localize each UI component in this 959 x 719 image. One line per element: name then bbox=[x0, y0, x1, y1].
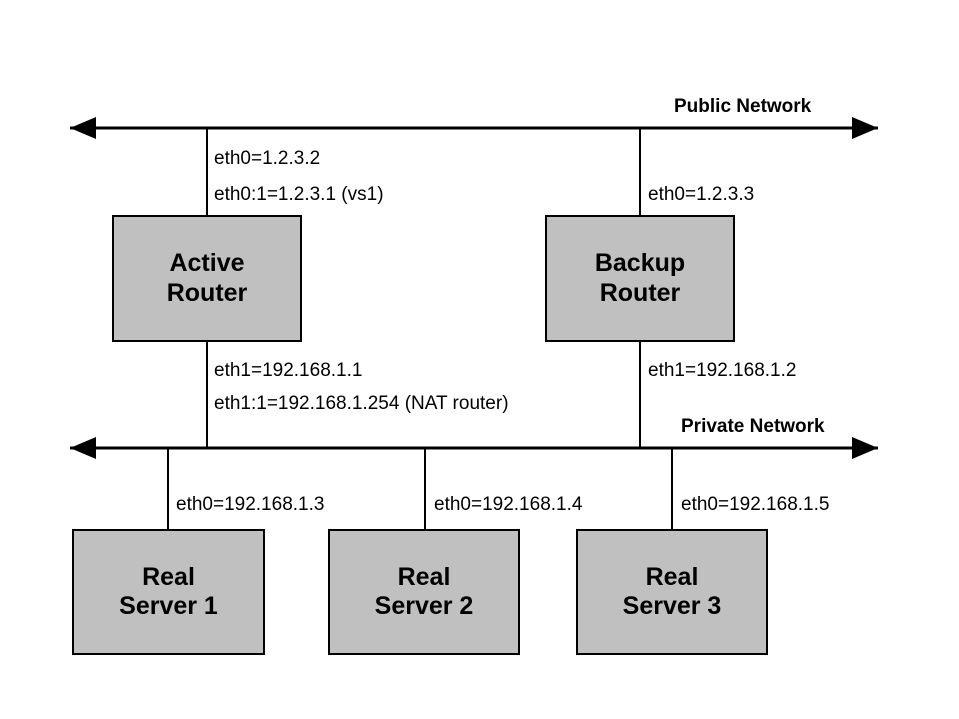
node-real-server-3-line1: Real bbox=[645, 562, 699, 591]
node-real-server-1-line1: Real bbox=[142, 562, 195, 591]
node-links bbox=[167, 128, 673, 531]
node-backup-router-line2: Router bbox=[599, 278, 681, 307]
iface-active-public-eth0: eth0=1.2.3.2 bbox=[214, 148, 321, 169]
node-backup-router-line1: Backup bbox=[594, 249, 686, 277]
node-active-router-line2: Router bbox=[166, 278, 248, 307]
private-network-bus bbox=[70, 437, 878, 459]
node-active-router-line1: Active bbox=[169, 249, 245, 277]
private-network-label: Private Network bbox=[681, 416, 825, 437]
iface-backup-public-eth0: eth0=1.2.3.3 bbox=[648, 184, 755, 205]
node-real-server-1[interactable]: Real Server 1 bbox=[72, 529, 265, 655]
node-real-server-3[interactable]: Real Server 3 bbox=[576, 529, 768, 655]
node-real-server-2[interactable]: Real Server 2 bbox=[328, 529, 520, 655]
iface-server2-eth0: eth0=192.168.1.4 bbox=[434, 494, 583, 515]
node-real-server-2-line2: Server 2 bbox=[374, 592, 474, 620]
public-network-label: Public Network bbox=[674, 96, 812, 117]
node-real-server-3-line2: Server 3 bbox=[622, 592, 722, 620]
node-real-server-1-line2: Server 1 bbox=[119, 592, 218, 620]
iface-backup-private-eth1: eth1=192.168.1.2 bbox=[648, 360, 797, 381]
iface-server3-eth0: eth0=192.168.1.5 bbox=[681, 494, 830, 515]
node-backup-router[interactable]: Backup Router bbox=[545, 215, 735, 342]
iface-server1-eth0: eth0=192.168.1.3 bbox=[176, 494, 325, 515]
public-network-bus bbox=[70, 117, 878, 139]
node-real-server-2-line1: Real bbox=[397, 562, 451, 591]
node-active-router[interactable]: Active Router bbox=[112, 215, 302, 342]
iface-active-private-eth1: eth1=192.168.1.1 bbox=[214, 360, 363, 381]
iface-active-private-eth1-alias: eth1:1=192.168.1.254 (NAT router) bbox=[214, 393, 509, 414]
iface-active-public-eth0-alias: eth0:1=1.2.3.1 (vs1) bbox=[214, 184, 384, 205]
